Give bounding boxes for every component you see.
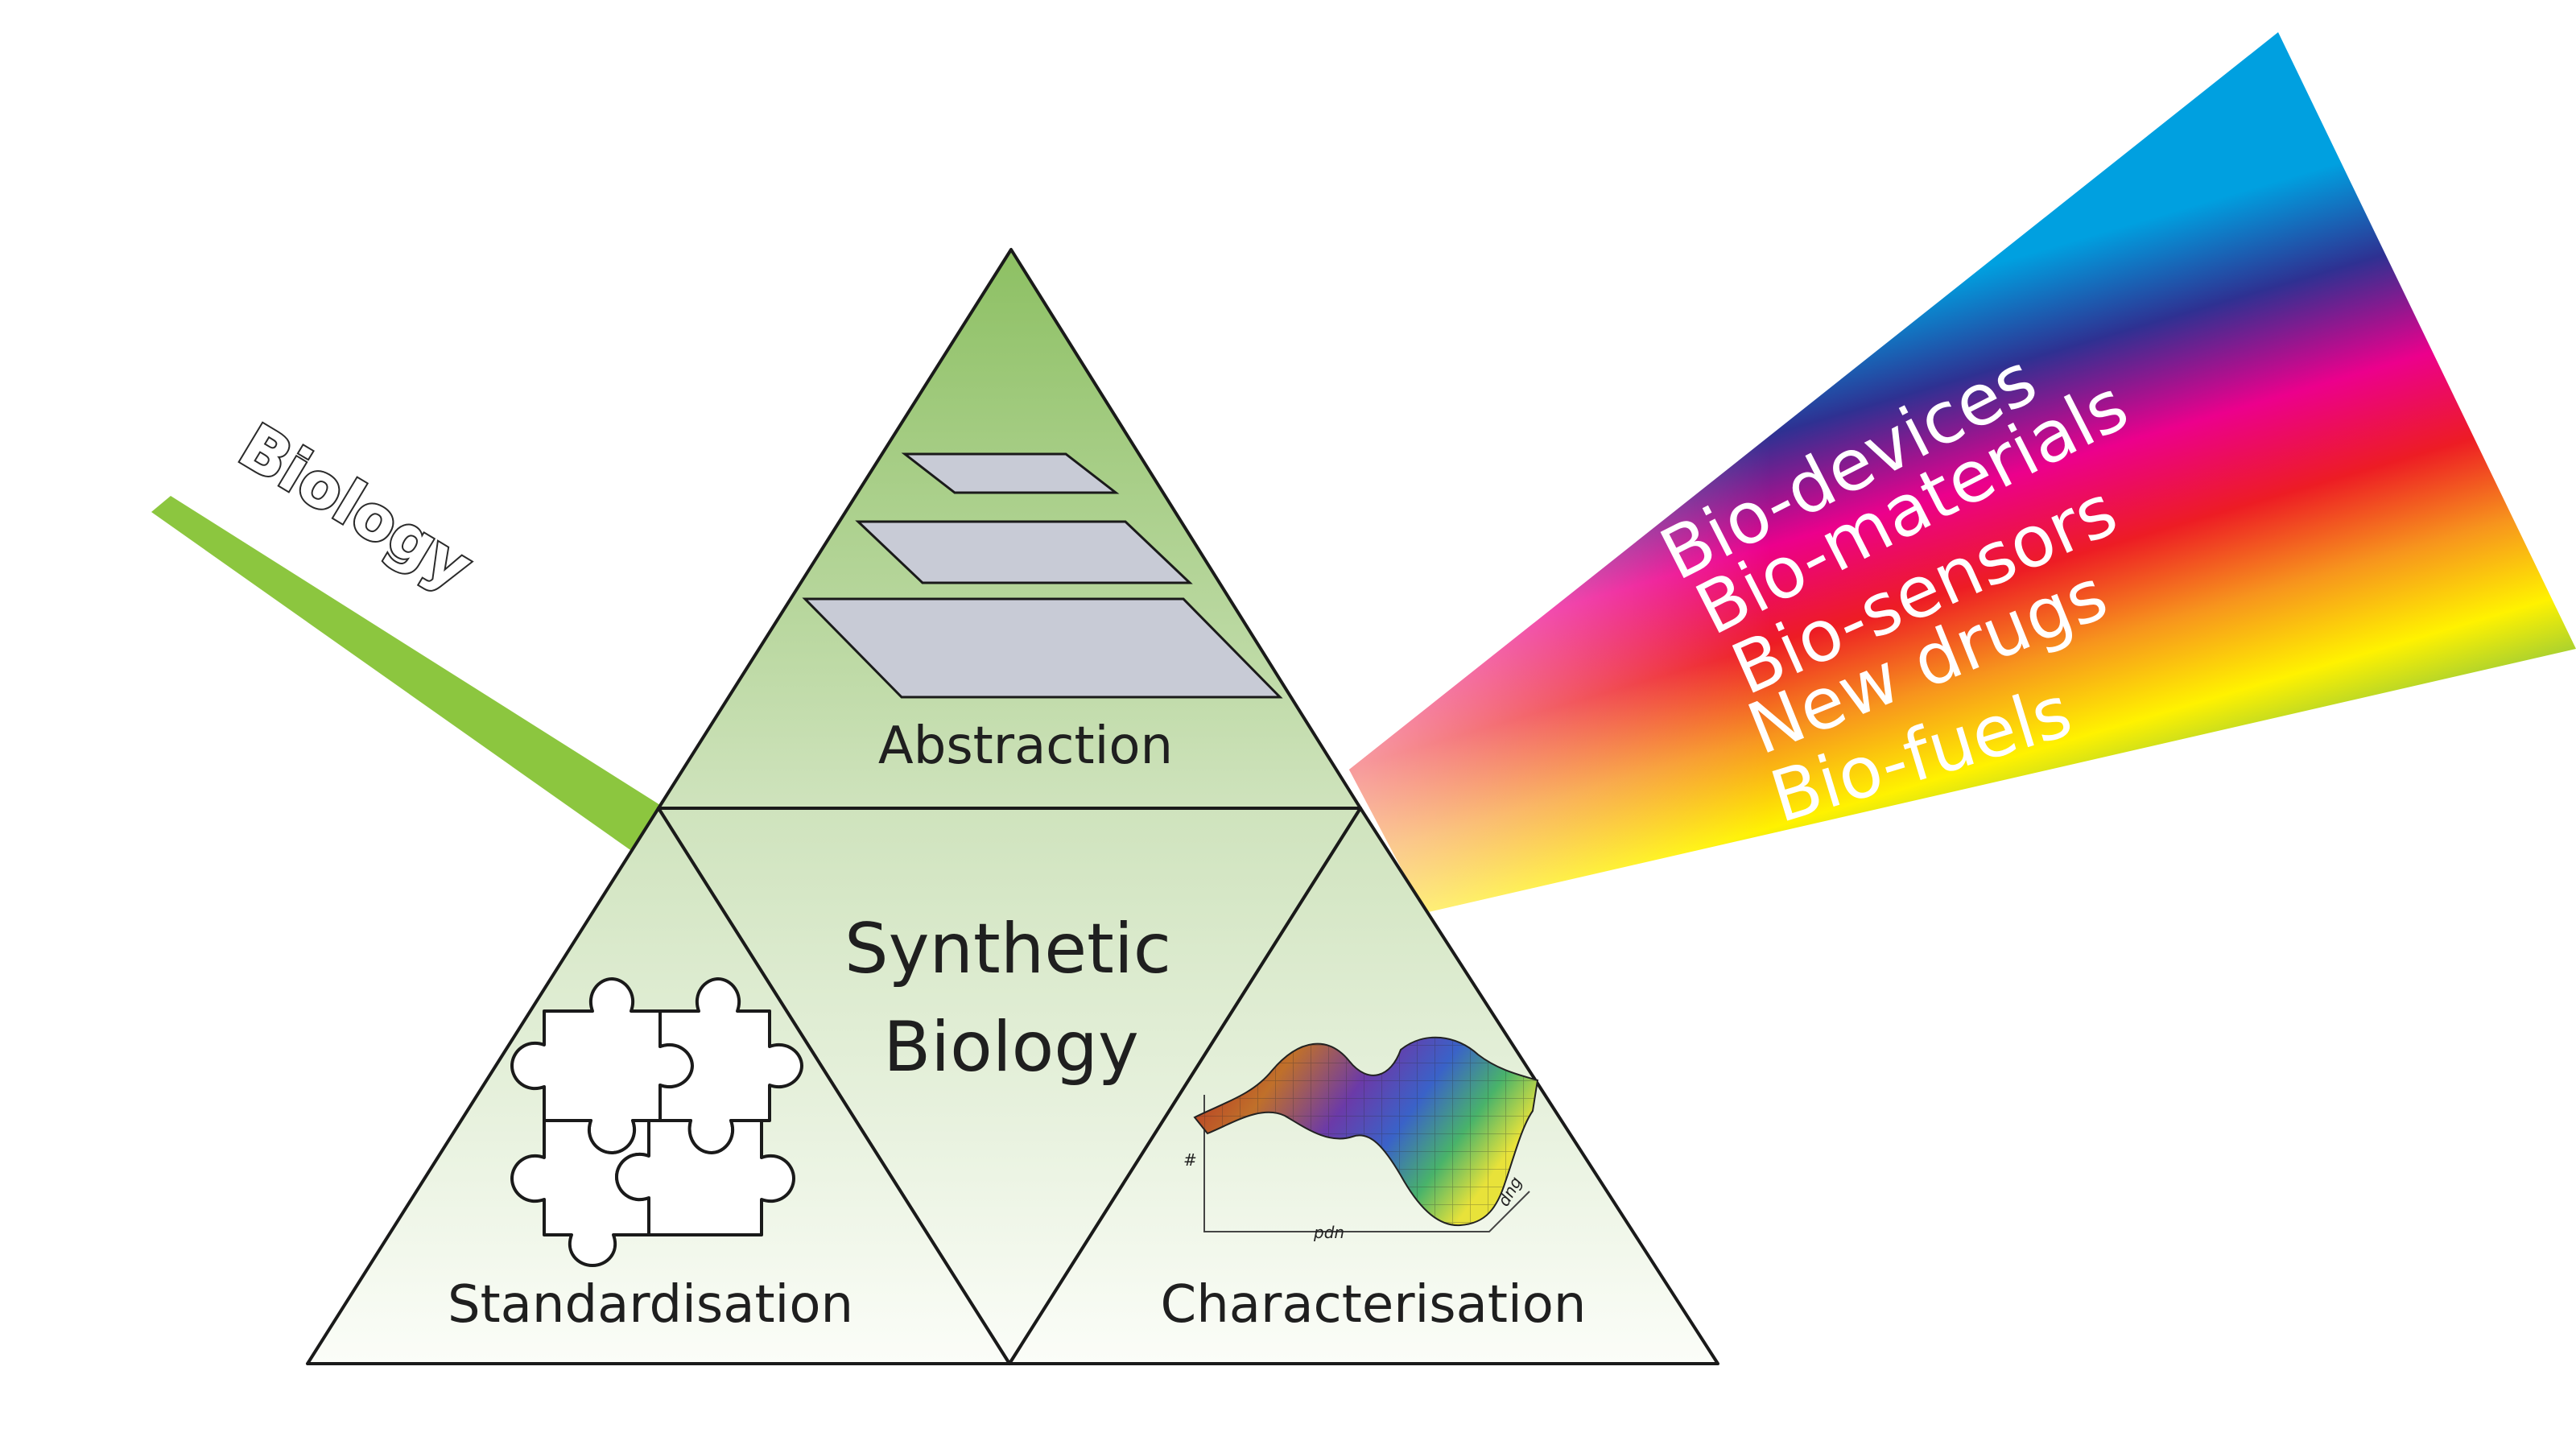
panel-label-abstraction: Abstraction [878, 716, 1173, 776]
panel-label-standardisation: Standardisation [448, 1275, 853, 1335]
puzzle-pieces-icon [510, 977, 803, 1267]
surface-axis-z: # [1183, 1150, 1197, 1170]
abstraction-layers-icon [802, 452, 1283, 699]
surface-axis-x: pdn [1313, 1223, 1344, 1242]
output-spectrum [1349, 32, 2576, 913]
center-label-line1: Synthetic [844, 909, 1171, 989]
surface-plot-icon: pdn dng # [1183, 1036, 1539, 1242]
panel-label-characterisation: Characterisation [1161, 1275, 1587, 1335]
center-label-line2: Biology [883, 1007, 1139, 1088]
input-beam [151, 496, 660, 852]
